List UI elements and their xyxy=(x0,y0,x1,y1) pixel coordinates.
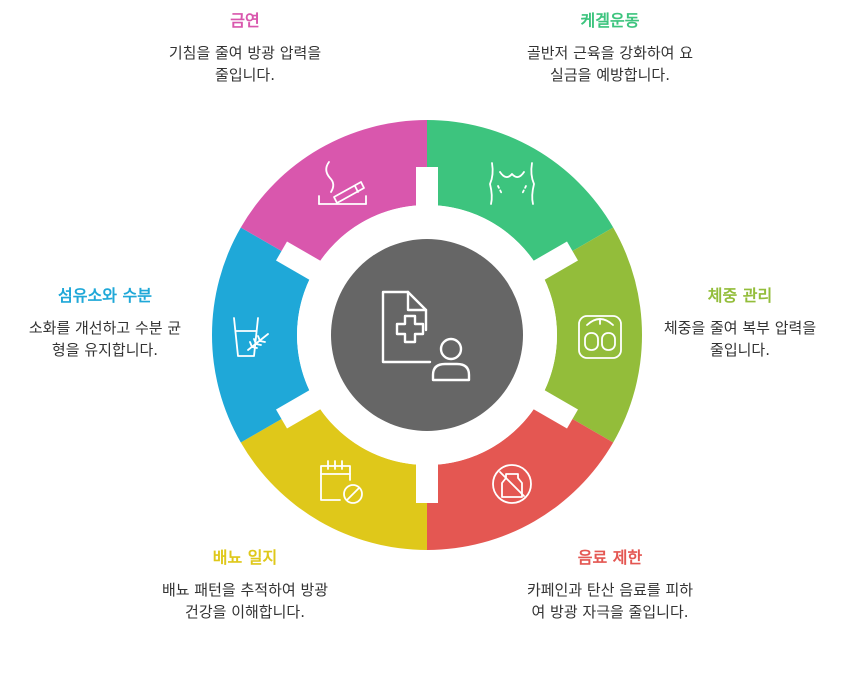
label-title: 음료 제한 xyxy=(577,548,643,567)
no-drink-icon xyxy=(492,464,532,504)
label-description: 체중을 줄여 복부 압력을 줄입니다. xyxy=(663,319,817,359)
label-title: 케겔운동 xyxy=(580,11,640,30)
ring-segment-drink xyxy=(427,400,614,550)
scale-icon xyxy=(578,315,622,359)
label-description: 카페인과 탄산 음료를 피하여 방광 자극을 줄입니다. xyxy=(526,581,694,621)
label-description: 소화를 개선하고 수분 균형을 유지합니다. xyxy=(28,319,182,359)
label-description: 배뇨 패턴을 추적하여 방광 건강을 이해합니다. xyxy=(161,581,329,621)
ring-segment-smoke xyxy=(240,120,427,270)
label-title: 체중 관리 xyxy=(707,286,773,305)
label-title: 금연 xyxy=(230,11,260,30)
label-title: 배뇨 일지 xyxy=(212,548,278,567)
label-description: 골반저 근육을 강화하여 요실금을 예방합니다. xyxy=(526,44,694,84)
pelvic-muscle-icon xyxy=(489,162,535,205)
calendar-block-icon xyxy=(320,460,363,504)
label-description: 기침을 줄여 방광 압력을 줄입니다. xyxy=(168,44,322,84)
medical-document-user-icon xyxy=(381,290,471,382)
ring-segment-fiber xyxy=(212,227,315,443)
glass-herb-icon xyxy=(233,317,269,357)
center-circle xyxy=(331,239,523,431)
ring-segment-kegel xyxy=(427,120,614,270)
label-title: 섬유소와 수분 xyxy=(58,286,152,305)
ring-segment-weight xyxy=(539,227,642,443)
ring-segment-diary xyxy=(240,400,427,550)
smoking-icon xyxy=(318,161,367,205)
